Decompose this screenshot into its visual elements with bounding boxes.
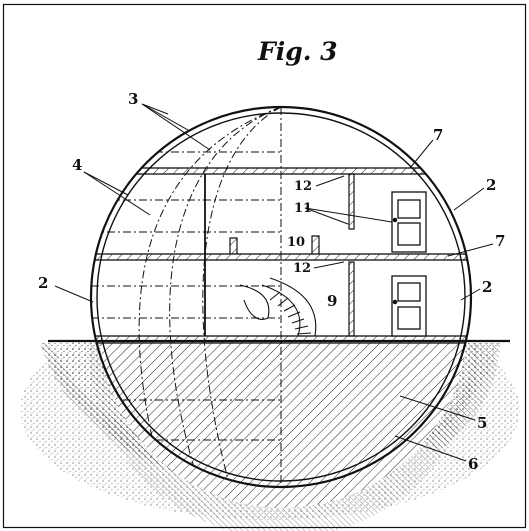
sphere-interior [91,107,471,487]
ref-label-2-left: 2 [38,274,48,292]
ref-label-7-top: 7 [433,126,443,144]
ref-label-11: 11 [294,201,312,216]
ground-floor-slab [91,335,471,344]
ref-label-5: 5 [477,414,487,432]
ref-label-6: 6 [468,455,478,473]
ref-label-3: 3 [128,90,138,108]
ref-label-12-bottom: 12 [293,261,311,276]
ref-label-2-right-bottom: 2 [482,278,492,296]
foundation-basin [88,343,478,531]
door-lower [391,275,427,337]
ref-label-4: 4 [72,156,82,174]
spiral-staircase [239,277,317,337]
partition-wall-lower [348,261,355,337]
partition-wall-upper [348,173,355,230]
ref-label-2-right-top: 2 [486,176,496,194]
middle-floor-slab [91,253,471,261]
ref-label-9: 9 [327,292,337,310]
figure-title: Fig. 3 [257,37,338,66]
reference-numerals: 3 4 2 7 2 7 2 12 11 10 12 9 5 6 [38,90,505,473]
upper-floor-slab [91,167,471,175]
ref-label-10: 10 [287,235,305,250]
door-upper [391,191,427,253]
ref-label-7-right: 7 [495,232,505,250]
leader-lines [54,103,494,462]
ref-label-12-top: 12 [294,179,312,194]
